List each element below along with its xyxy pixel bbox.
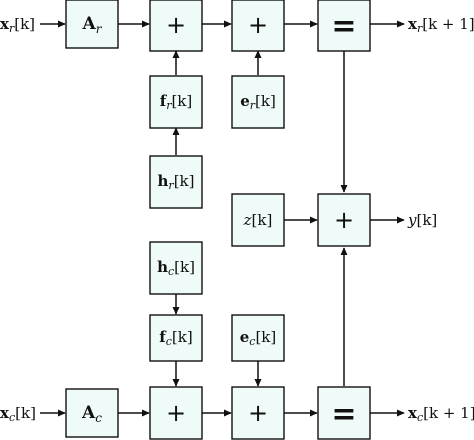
- h-r-base: h: [158, 172, 169, 190]
- x-r-base: x: [0, 15, 10, 33]
- equals-bottom: =: [317, 386, 371, 440]
- x-r-next-sub: r: [417, 22, 423, 35]
- block-h-c: hc[k]: [149, 241, 203, 295]
- block-e-c: ec[k]: [231, 314, 285, 362]
- h-r-sub: r: [168, 179, 174, 192]
- output-y: y[k]: [407, 211, 437, 229]
- input-x-r: xr[k]: [0, 15, 35, 35]
- equals-top-label: =: [331, 9, 356, 44]
- sum-top-2-label: +: [248, 11, 268, 39]
- x-r-rest: [k]: [14, 15, 35, 33]
- output-x-c-next: xc[k + 1]: [408, 404, 474, 424]
- svg-text:Ac: Ac: [81, 403, 102, 425]
- f-r-rest: [k]: [171, 92, 192, 110]
- e-c-rest: [k]: [255, 328, 276, 346]
- x-r-next-rest: [k + 1]: [422, 15, 474, 33]
- f-r-sub: r: [166, 99, 172, 112]
- block-a-r: Ar: [65, 0, 119, 49]
- block-a-c: Ac: [65, 388, 119, 438]
- x-c-rest: [k]: [15, 404, 36, 422]
- x-c-next-rest: [k + 1]: [423, 404, 474, 422]
- x-c-sub: c: [9, 411, 15, 424]
- x-c-next-sub: c: [417, 411, 423, 424]
- sum-bottom-1: +: [149, 386, 203, 440]
- a-c-base: A: [81, 403, 96, 423]
- block-e-r: er[k]: [231, 75, 285, 129]
- output-x-r-next: xr[k + 1]: [408, 15, 474, 35]
- block-z: z[k]: [231, 193, 285, 247]
- e-c-base: e: [240, 328, 250, 346]
- e-c-sub: c: [249, 335, 255, 348]
- x-c-next-base: x: [408, 404, 418, 422]
- x-r-next-base: x: [408, 15, 418, 33]
- sum-top-1: +: [149, 0, 203, 52]
- sum-top-2: +: [231, 0, 285, 52]
- h-c-rest: [k]: [174, 258, 195, 276]
- svg-text:fr[k]: fr[k]: [160, 92, 193, 112]
- h-r-rest: [k]: [174, 172, 195, 190]
- f-r-base: f: [160, 92, 168, 110]
- sum-bottom-2-label: +: [248, 399, 268, 427]
- svg-text:hr[k]: hr[k]: [158, 172, 195, 192]
- f-c-base: f: [159, 328, 167, 346]
- svg-text:hc[k]: hc[k]: [157, 258, 195, 278]
- svg-text:er[k]: er[k]: [240, 92, 276, 112]
- svg-text:z[k]: z[k]: [243, 211, 273, 229]
- connections: [40, 20, 405, 417]
- f-c-rest: [k]: [172, 328, 193, 346]
- a-c-sub: c: [95, 411, 102, 425]
- equals-top: =: [317, 0, 371, 52]
- e-r-base: e: [240, 92, 250, 110]
- y-rest: [k]: [416, 211, 437, 229]
- sum-middle: +: [317, 193, 371, 247]
- svg-text:Ar: Ar: [82, 14, 103, 36]
- h-c-base: h: [157, 258, 168, 276]
- y-base: y: [407, 211, 417, 229]
- e-r-sub: r: [250, 99, 256, 112]
- x-r-sub: r: [9, 22, 15, 35]
- svg-text:ec[k]: ec[k]: [240, 328, 277, 348]
- z-rest: [k]: [252, 211, 273, 229]
- a-r-sub: r: [96, 22, 103, 36]
- f-c-sub: c: [166, 335, 172, 348]
- input-x-c: xc[k]: [0, 404, 36, 424]
- sum-bottom-2: +: [231, 386, 285, 440]
- block-f-r: fr[k]: [149, 75, 203, 129]
- svg-text:fc[k]: fc[k]: [159, 328, 192, 348]
- sum-top-1-label: +: [166, 11, 186, 39]
- h-c-sub: c: [168, 265, 174, 278]
- sum-bottom-1-label: +: [166, 399, 186, 427]
- sum-middle-label: +: [334, 206, 354, 234]
- block-h-r: hr[k]: [149, 155, 203, 209]
- equals-bottom-label: =: [331, 397, 356, 432]
- a-r-base: A: [82, 14, 97, 34]
- block-f-c: fc[k]: [149, 314, 203, 362]
- z-base: z: [243, 211, 252, 229]
- e-r-rest: [k]: [255, 92, 276, 110]
- x-c-base: x: [0, 404, 10, 422]
